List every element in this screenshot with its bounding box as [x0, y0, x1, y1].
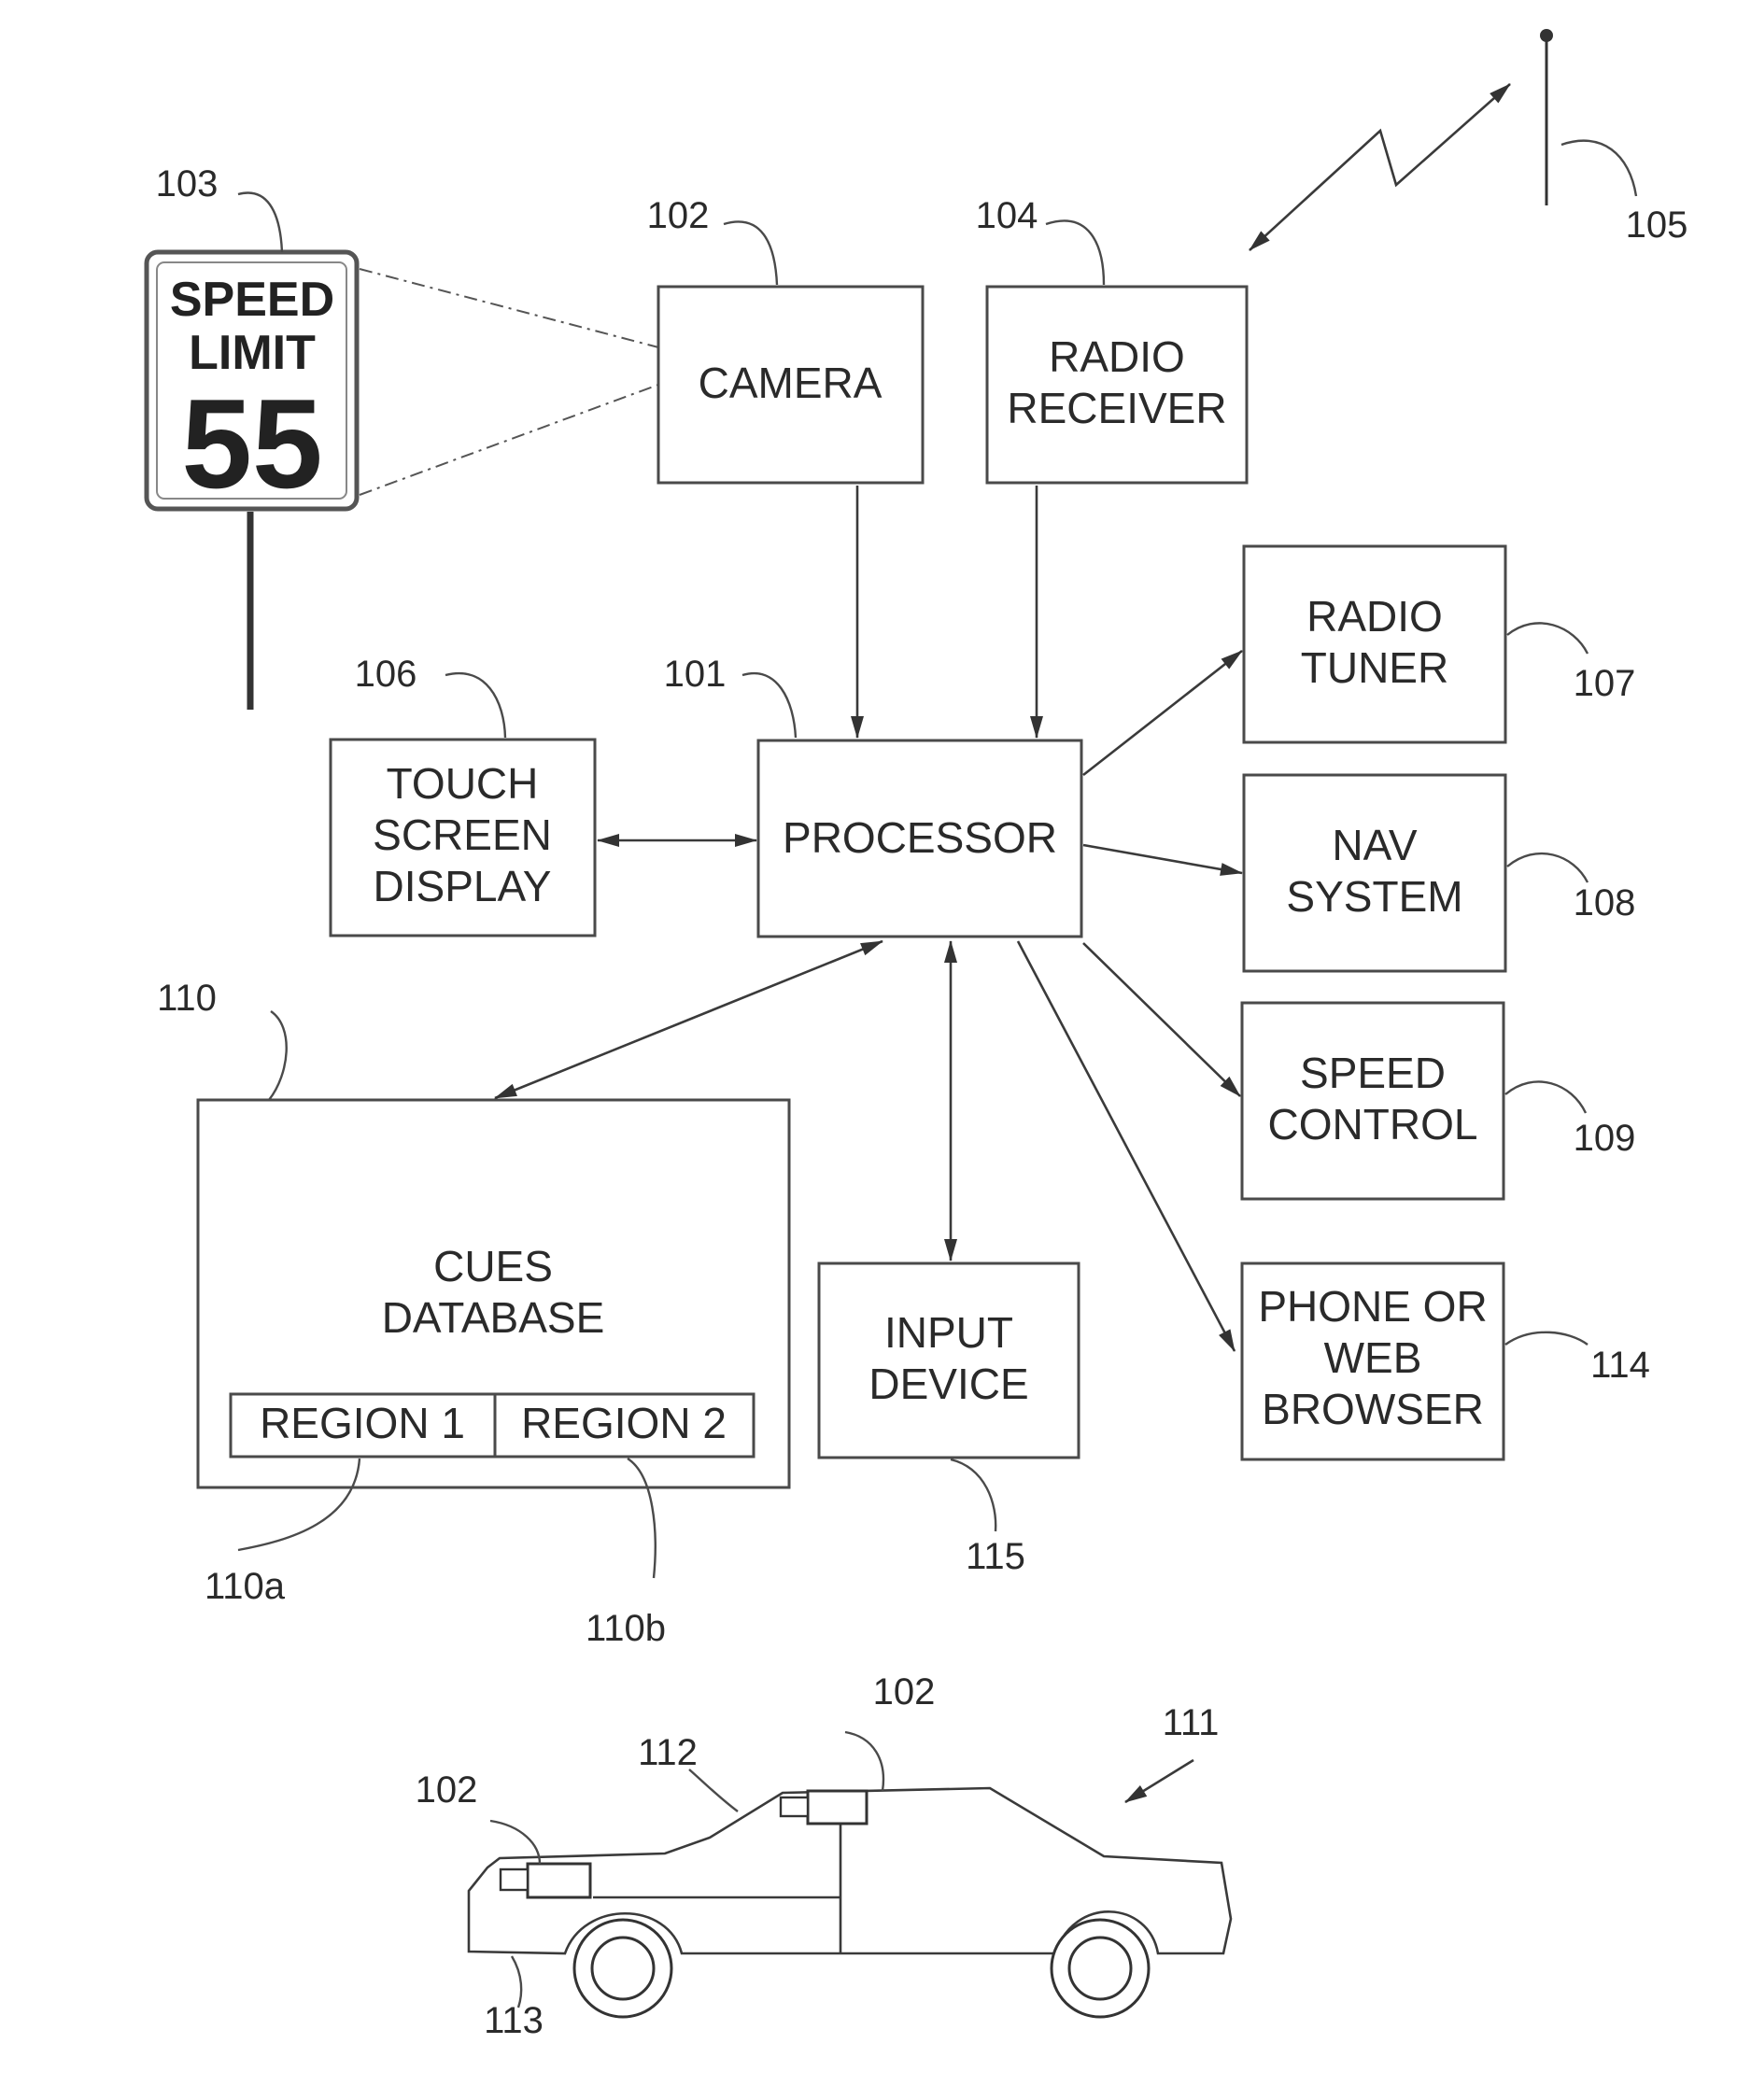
input-device-label-2: DEVICE: [868, 1360, 1028, 1408]
arrow-processor-database: [495, 941, 883, 1098]
region-1-label: REGION 1: [260, 1399, 465, 1447]
ref-110: 110: [157, 978, 217, 1019]
speed-control-label-1: SPEED: [1300, 1049, 1446, 1097]
ref-106: 106: [355, 654, 417, 695]
ref-108: 108: [1574, 882, 1636, 923]
camera-view-line-top: [360, 269, 658, 347]
ref-110b: 110b: [586, 1608, 666, 1649]
radio-tuner-block: RADIO TUNER: [1244, 546, 1505, 742]
ref-113: 113: [484, 2000, 544, 2041]
processor-block: PROCESSOR: [758, 740, 1081, 937]
phone-web-browser-block: PHONE OR WEB BROWSER: [1242, 1263, 1504, 1459]
radio-receiver-block: RADIO RECEIVER: [987, 287, 1247, 483]
sign-line-speed: SPEED: [170, 273, 334, 327]
ref-101: 101: [664, 654, 727, 695]
speed-control-block: SPEED CONTROL: [1242, 1003, 1504, 1199]
speed-control-label-2: CONTROL: [1268, 1100, 1478, 1149]
region-2-label: REGION 2: [521, 1399, 727, 1447]
ref-105: 105: [1626, 204, 1688, 246]
ref-102: 102: [647, 195, 710, 236]
cues-database-block: CUES DATABASE REGION 1 REGION 2: [198, 1100, 789, 1487]
ref-111: 111: [1163, 1702, 1220, 1743]
input-device-label-1: INPUT: [884, 1308, 1013, 1357]
ref-107: 107: [1574, 663, 1636, 704]
phone-browser-label-1: PHONE OR: [1258, 1282, 1487, 1331]
ref-109: 109: [1574, 1118, 1636, 1159]
phone-browser-label-3: BROWSER: [1262, 1385, 1484, 1433]
processor-label: PROCESSOR: [783, 813, 1057, 862]
touch-screen-label-2: SCREEN: [373, 810, 552, 859]
ref-103: 103: [156, 163, 219, 204]
ref-114: 114: [1590, 1345, 1650, 1386]
cues-database-label-2: DATABASE: [382, 1293, 605, 1342]
radio-receiver-label-2: RECEIVER: [1007, 384, 1226, 432]
sign-value: 55: [181, 373, 322, 514]
ref-104: 104: [976, 195, 1038, 236]
radio-tuner-label-1: RADIO: [1306, 592, 1443, 641]
arrow-processor-to-speed-control: [1083, 943, 1240, 1096]
speed-limit-sign: SPEED LIMIT 55: [147, 252, 357, 710]
phone-browser-label-2: WEB: [1324, 1333, 1422, 1382]
ref-110a: 110a: [205, 1566, 286, 1607]
camera-block: CAMERA: [658, 287, 923, 483]
radio-receiver-label-1: RADIO: [1049, 332, 1185, 381]
ref-112: 112: [638, 1732, 698, 1773]
arrow-processor-to-nav: [1083, 845, 1242, 873]
touch-screen-label-3: DISPLAY: [374, 862, 552, 910]
touch-screen-label-1: TOUCH: [387, 759, 539, 808]
arrow-processor-to-radio-tuner: [1083, 651, 1242, 775]
camera-view-line-bottom: [360, 385, 658, 495]
input-device-block: INPUT DEVICE: [819, 1263, 1079, 1458]
nav-system-label-2: SYSTEM: [1286, 872, 1462, 921]
radio-signal-zigzag: [1250, 84, 1510, 250]
vehicle: [469, 1788, 1231, 2017]
ref-115: 115: [966, 1536, 1025, 1577]
cues-database-label-1: CUES: [433, 1242, 553, 1290]
radio-tuner-label-2: TUNER: [1301, 643, 1448, 692]
ref-102-vehicle-front: 102: [873, 1671, 936, 1712]
nav-system-label-1: NAV: [1332, 821, 1417, 869]
camera-label: CAMERA: [699, 359, 883, 407]
nav-system-block: NAV SYSTEM: [1244, 775, 1505, 971]
antenna: [1540, 29, 1553, 205]
ref-102-vehicle-rear: 102: [416, 1769, 478, 1811]
touch-screen-display-block: TOUCH SCREEN DISPLAY: [331, 740, 595, 936]
